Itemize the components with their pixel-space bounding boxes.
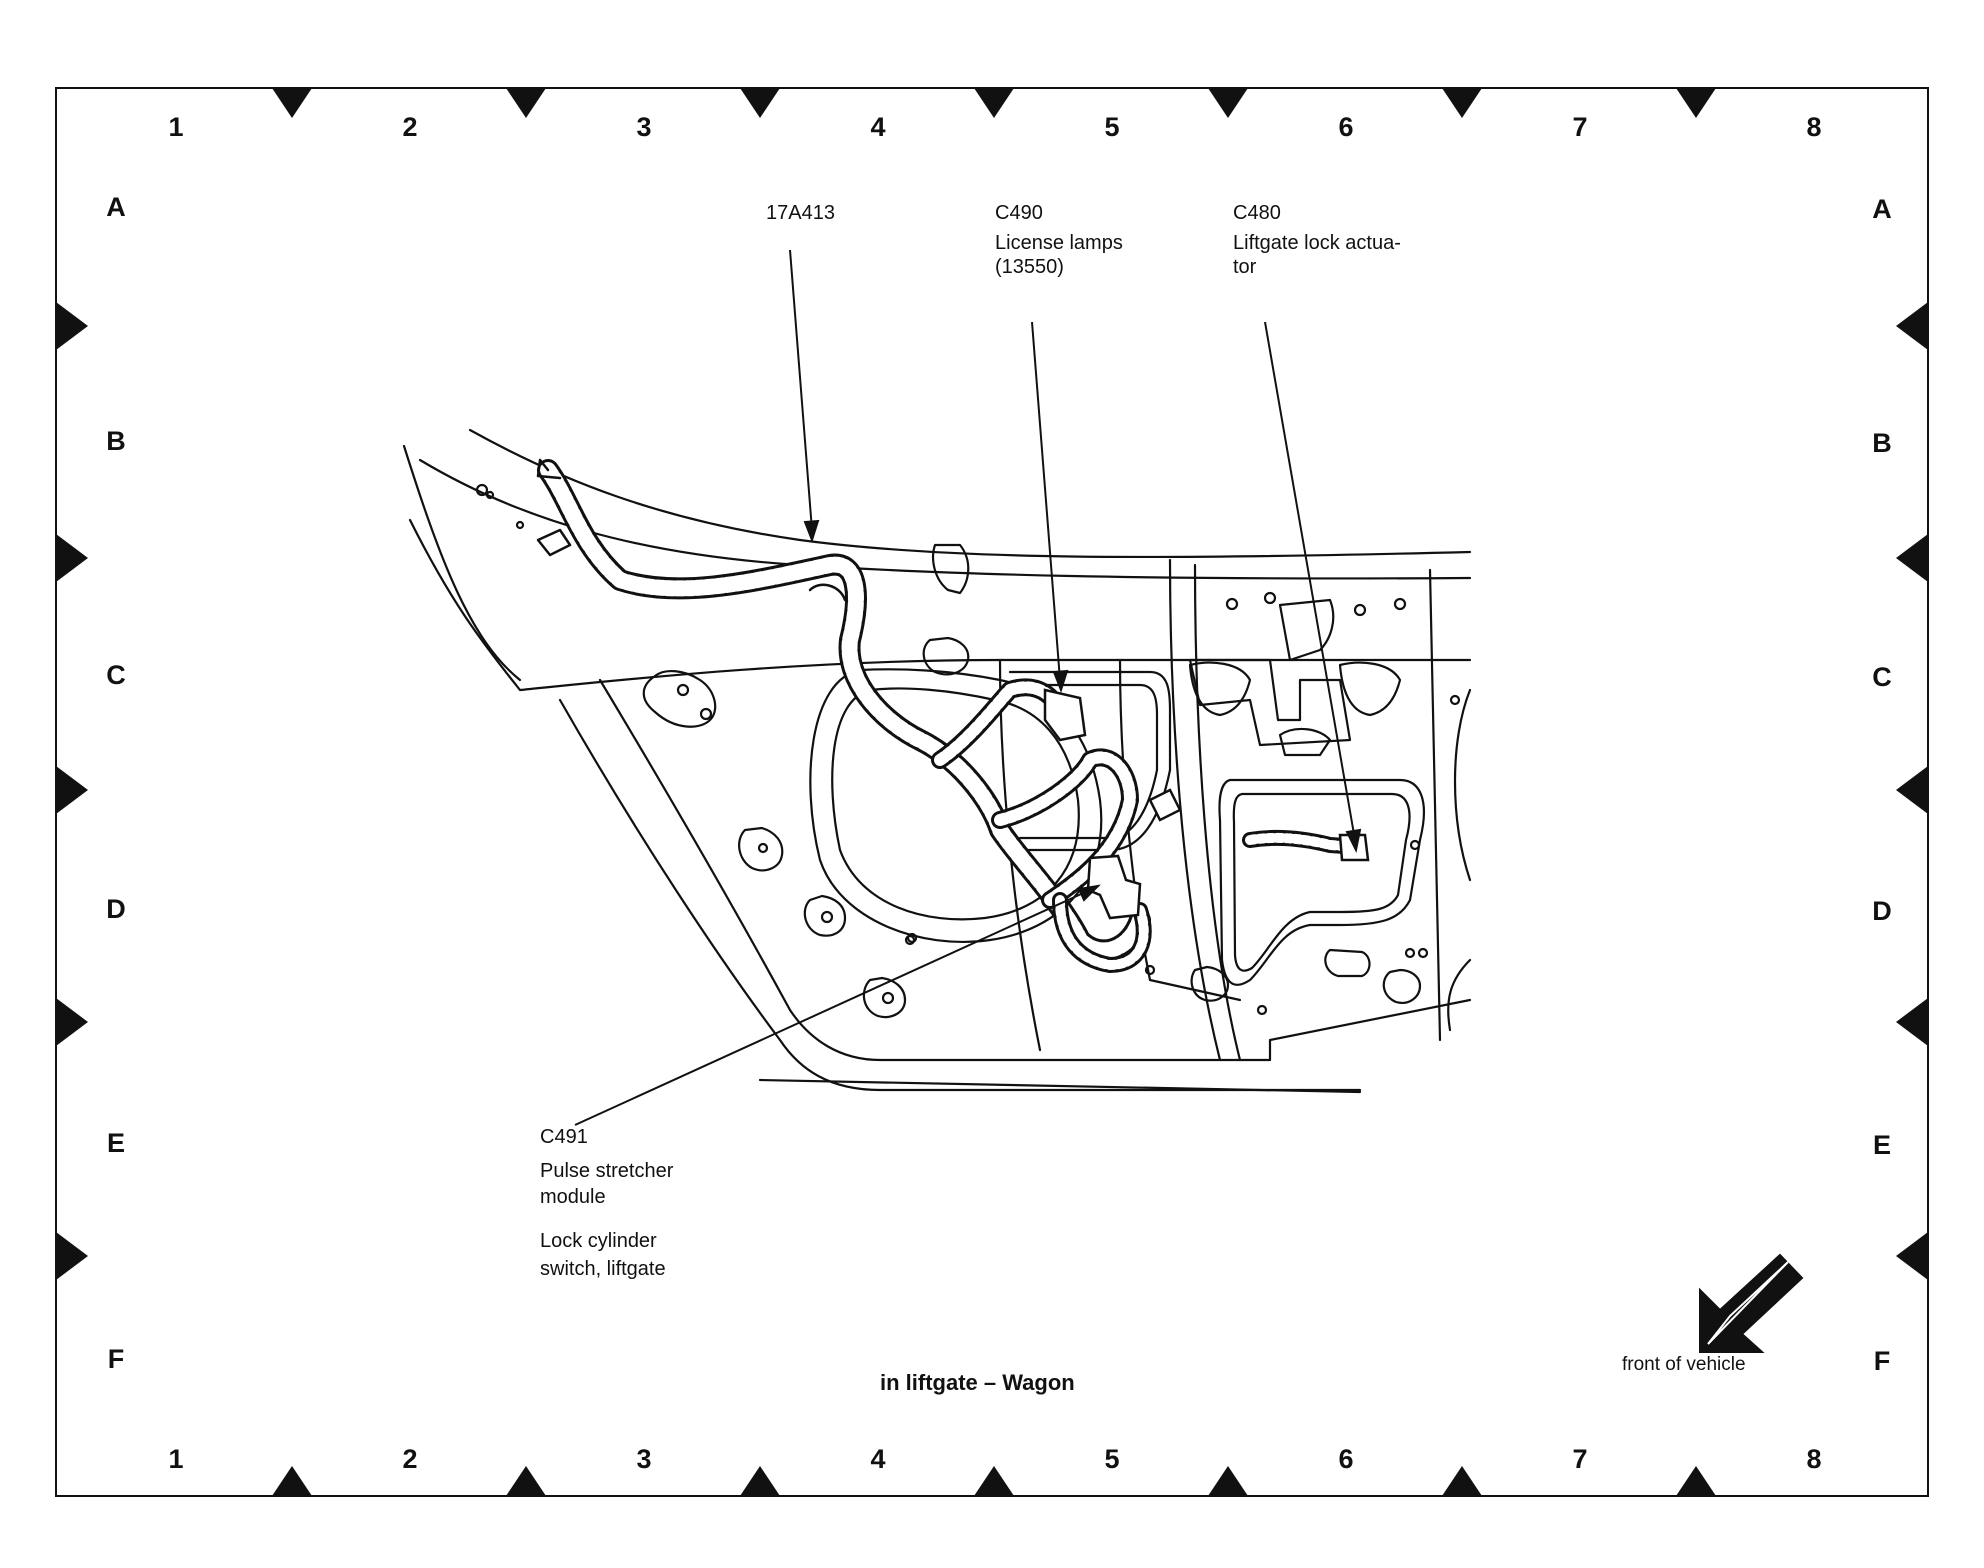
grid-column-6-top: 6 (1338, 112, 1354, 142)
liftgate-panel-drawing (402, 428, 1472, 1094)
front-of-vehicle-label: front of vehicle (1622, 1354, 1746, 1375)
grid-column-5-bottom: 5 (1104, 1444, 1120, 1474)
callout-c490-id: C490 (995, 202, 1043, 224)
grid-markers-bottom (272, 1466, 1716, 1496)
grid-column-1-top: 1 (168, 112, 184, 142)
callout-c490-line1: License lamps (995, 232, 1123, 254)
grid-row-F-right: F (1873, 1346, 1891, 1376)
grid-column-7-bottom: 7 (1572, 1444, 1588, 1474)
wiring-harness-17A413 (536, 458, 1353, 973)
callout-c480-line2: tor (1233, 256, 1257, 278)
grid-column-8-top: 8 (1806, 112, 1822, 142)
grid-row-C-right: C (1872, 662, 1892, 692)
grid-markers-right (1896, 302, 1928, 1280)
grid-column-8-bottom: 8 (1806, 1444, 1822, 1474)
grid-column-4-top: 4 (870, 112, 886, 142)
grid-row-F-left: F (107, 1344, 125, 1374)
grid-row-A-right: A (1872, 194, 1892, 224)
grid-row-D-left: D (106, 894, 126, 924)
callout-c491: C491 Pulse stretcher module Lock cylinde… (540, 1122, 673, 1284)
grid-markers-top (272, 88, 1716, 118)
grid-row-B-left: B (106, 426, 126, 456)
grid-column-3-top: 3 (636, 112, 652, 142)
grid-column-7-top: 7 (1572, 112, 1588, 142)
callout-c490-line2: (13550) (995, 256, 1064, 278)
grid-column-2-top: 2 (402, 112, 418, 142)
leader-lines (574, 249, 1362, 1126)
callout-c480-line1: Liftgate lock actua- (1233, 232, 1401, 254)
callout-c491-id: C491 (540, 1126, 588, 1148)
grid-column-4-bottom: 4 (870, 1444, 886, 1474)
grid-column-2-bottom: 2 (402, 1444, 418, 1474)
callout-c491-line3: Lock cylinder (540, 1230, 657, 1252)
callout-c490: C490 License lamps (13550) (995, 198, 1123, 282)
callout-17A413: 17A413 (766, 202, 835, 224)
grid-column-5-top: 5 (1104, 112, 1120, 142)
callout-c491-line2: module (540, 1186, 606, 1208)
callout-c491-line4: switch, liftgate (540, 1258, 666, 1280)
grid-markers-left (56, 302, 88, 1280)
callout-c480: C480 Liftgate lock actua- tor (1233, 198, 1401, 282)
callout-c491-line1: Pulse stretcher (540, 1160, 674, 1182)
grid-column-6-bottom: 6 (1338, 1444, 1354, 1474)
grid-row-A-left: A (106, 192, 126, 222)
grid-row-B-right: B (1872, 428, 1892, 458)
callout-c480-id: C480 (1233, 202, 1281, 224)
grid-column-3-bottom: 3 (636, 1444, 652, 1474)
diagram-caption: in liftgate – Wagon (880, 1370, 1075, 1395)
grid-row-E-left: E (106, 1128, 125, 1158)
grid-row-E-right: E (1872, 1130, 1891, 1160)
grid-row-C-left: C (106, 660, 126, 690)
connectors (1043, 688, 1370, 920)
grid-row-D-right: D (1872, 896, 1892, 926)
front-of-vehicle-arrow-icon (1699, 1253, 1804, 1353)
grid-column-1-bottom: 1 (168, 1444, 184, 1474)
